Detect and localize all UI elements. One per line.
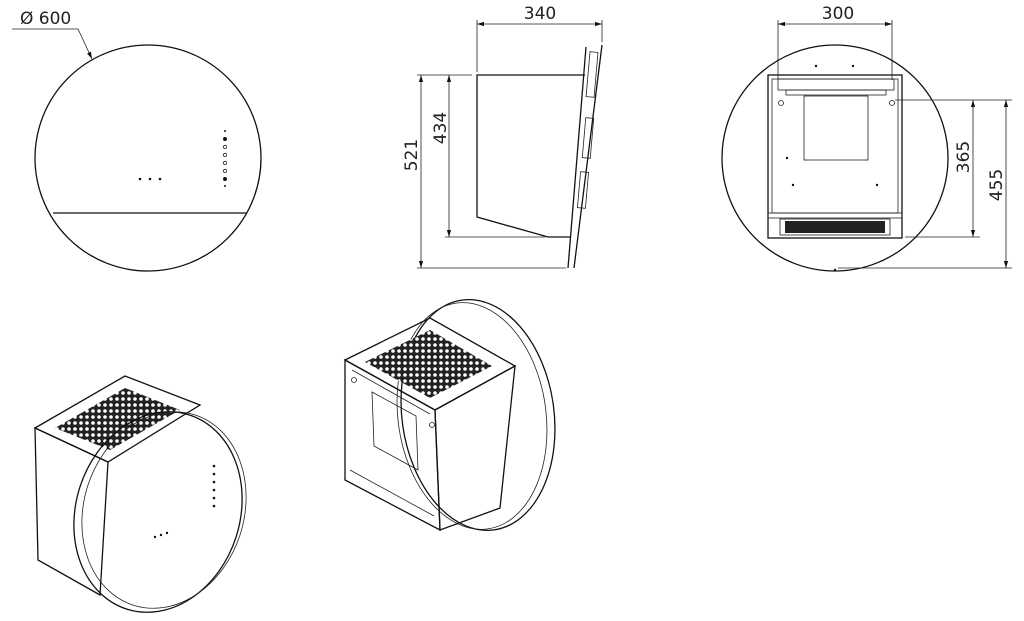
diameter-label: Ø 600 xyxy=(20,9,71,29)
side-width-label: 340 xyxy=(524,4,556,24)
rear-total-height-label: 455 xyxy=(987,169,1007,201)
side-view: 340 434 521 xyxy=(402,4,603,269)
isometric-front-view xyxy=(33,375,247,613)
rear-box xyxy=(767,74,903,239)
indicator-dots xyxy=(138,177,162,181)
side-body-height-label: 434 xyxy=(431,112,451,144)
rear-view: 300 365 455 xyxy=(721,4,1012,272)
side-body-outline xyxy=(476,74,585,238)
front-disc xyxy=(34,44,262,272)
rear-mount-height-label: 365 xyxy=(954,141,974,173)
iso2-mount-plate xyxy=(371,391,419,471)
front-view: Ø 600 xyxy=(12,9,262,272)
iso1-top-grille xyxy=(55,388,180,450)
diameter-leader xyxy=(12,28,93,60)
isometric-rear-view xyxy=(343,298,556,532)
side-total-height-label: 521 xyxy=(402,139,422,171)
rear-bracket-width-label: 300 xyxy=(822,4,854,24)
control-buttons-column xyxy=(222,130,228,187)
iso2-disc xyxy=(400,298,556,532)
iso2-back-face xyxy=(344,358,441,532)
iso2-side-face xyxy=(434,364,516,531)
iso1-disc xyxy=(73,411,243,613)
iso2-top-grille xyxy=(365,330,492,398)
rear-vent-grille xyxy=(785,221,885,233)
